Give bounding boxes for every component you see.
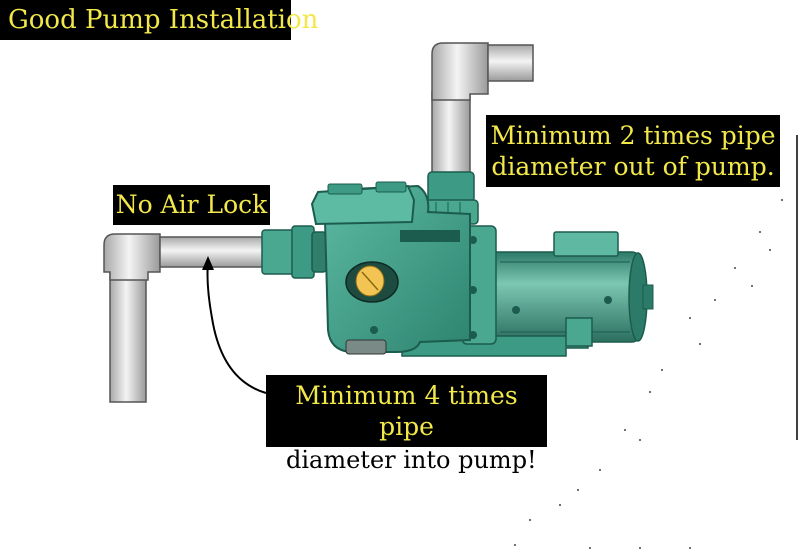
- inlet-requirement-label: Minimum 4 times pipe: [266, 375, 547, 447]
- inlet-label-line-2: pipe: [379, 412, 434, 441]
- outlet-elbow: [431, 42, 489, 101]
- pump-housing: [310, 181, 497, 355]
- inlet-union: [261, 225, 327, 279]
- outlet-horizontal-pipe: [487, 44, 534, 82]
- outlet-label-line-1: Minimum 2 times pipe: [490, 121, 776, 150]
- inlet-label-line-1: Minimum 4 times: [295, 381, 518, 410]
- diagram-title: Good Pump Installation: [0, 0, 318, 40]
- inlet-pointer-arrow: [202, 256, 267, 394]
- inlet-label-line-3: diameter into pump!: [286, 446, 537, 474]
- inlet-horizontal-pipe: [159, 236, 269, 268]
- background-speckles: [514, 199, 783, 549]
- inlet-vertical-pipe: [109, 259, 147, 403]
- inlet-elbow: [103, 233, 161, 281]
- outlet-requirement-label: Minimum 2 times pipe diameter out of pum…: [486, 115, 780, 187]
- pump-motor: [401, 231, 654, 357]
- no-air-lock-label: No Air Lock: [113, 185, 270, 225]
- outlet-label-line-2: diameter out of pump.: [491, 152, 775, 181]
- outlet-vertical-pipe: [431, 91, 471, 183]
